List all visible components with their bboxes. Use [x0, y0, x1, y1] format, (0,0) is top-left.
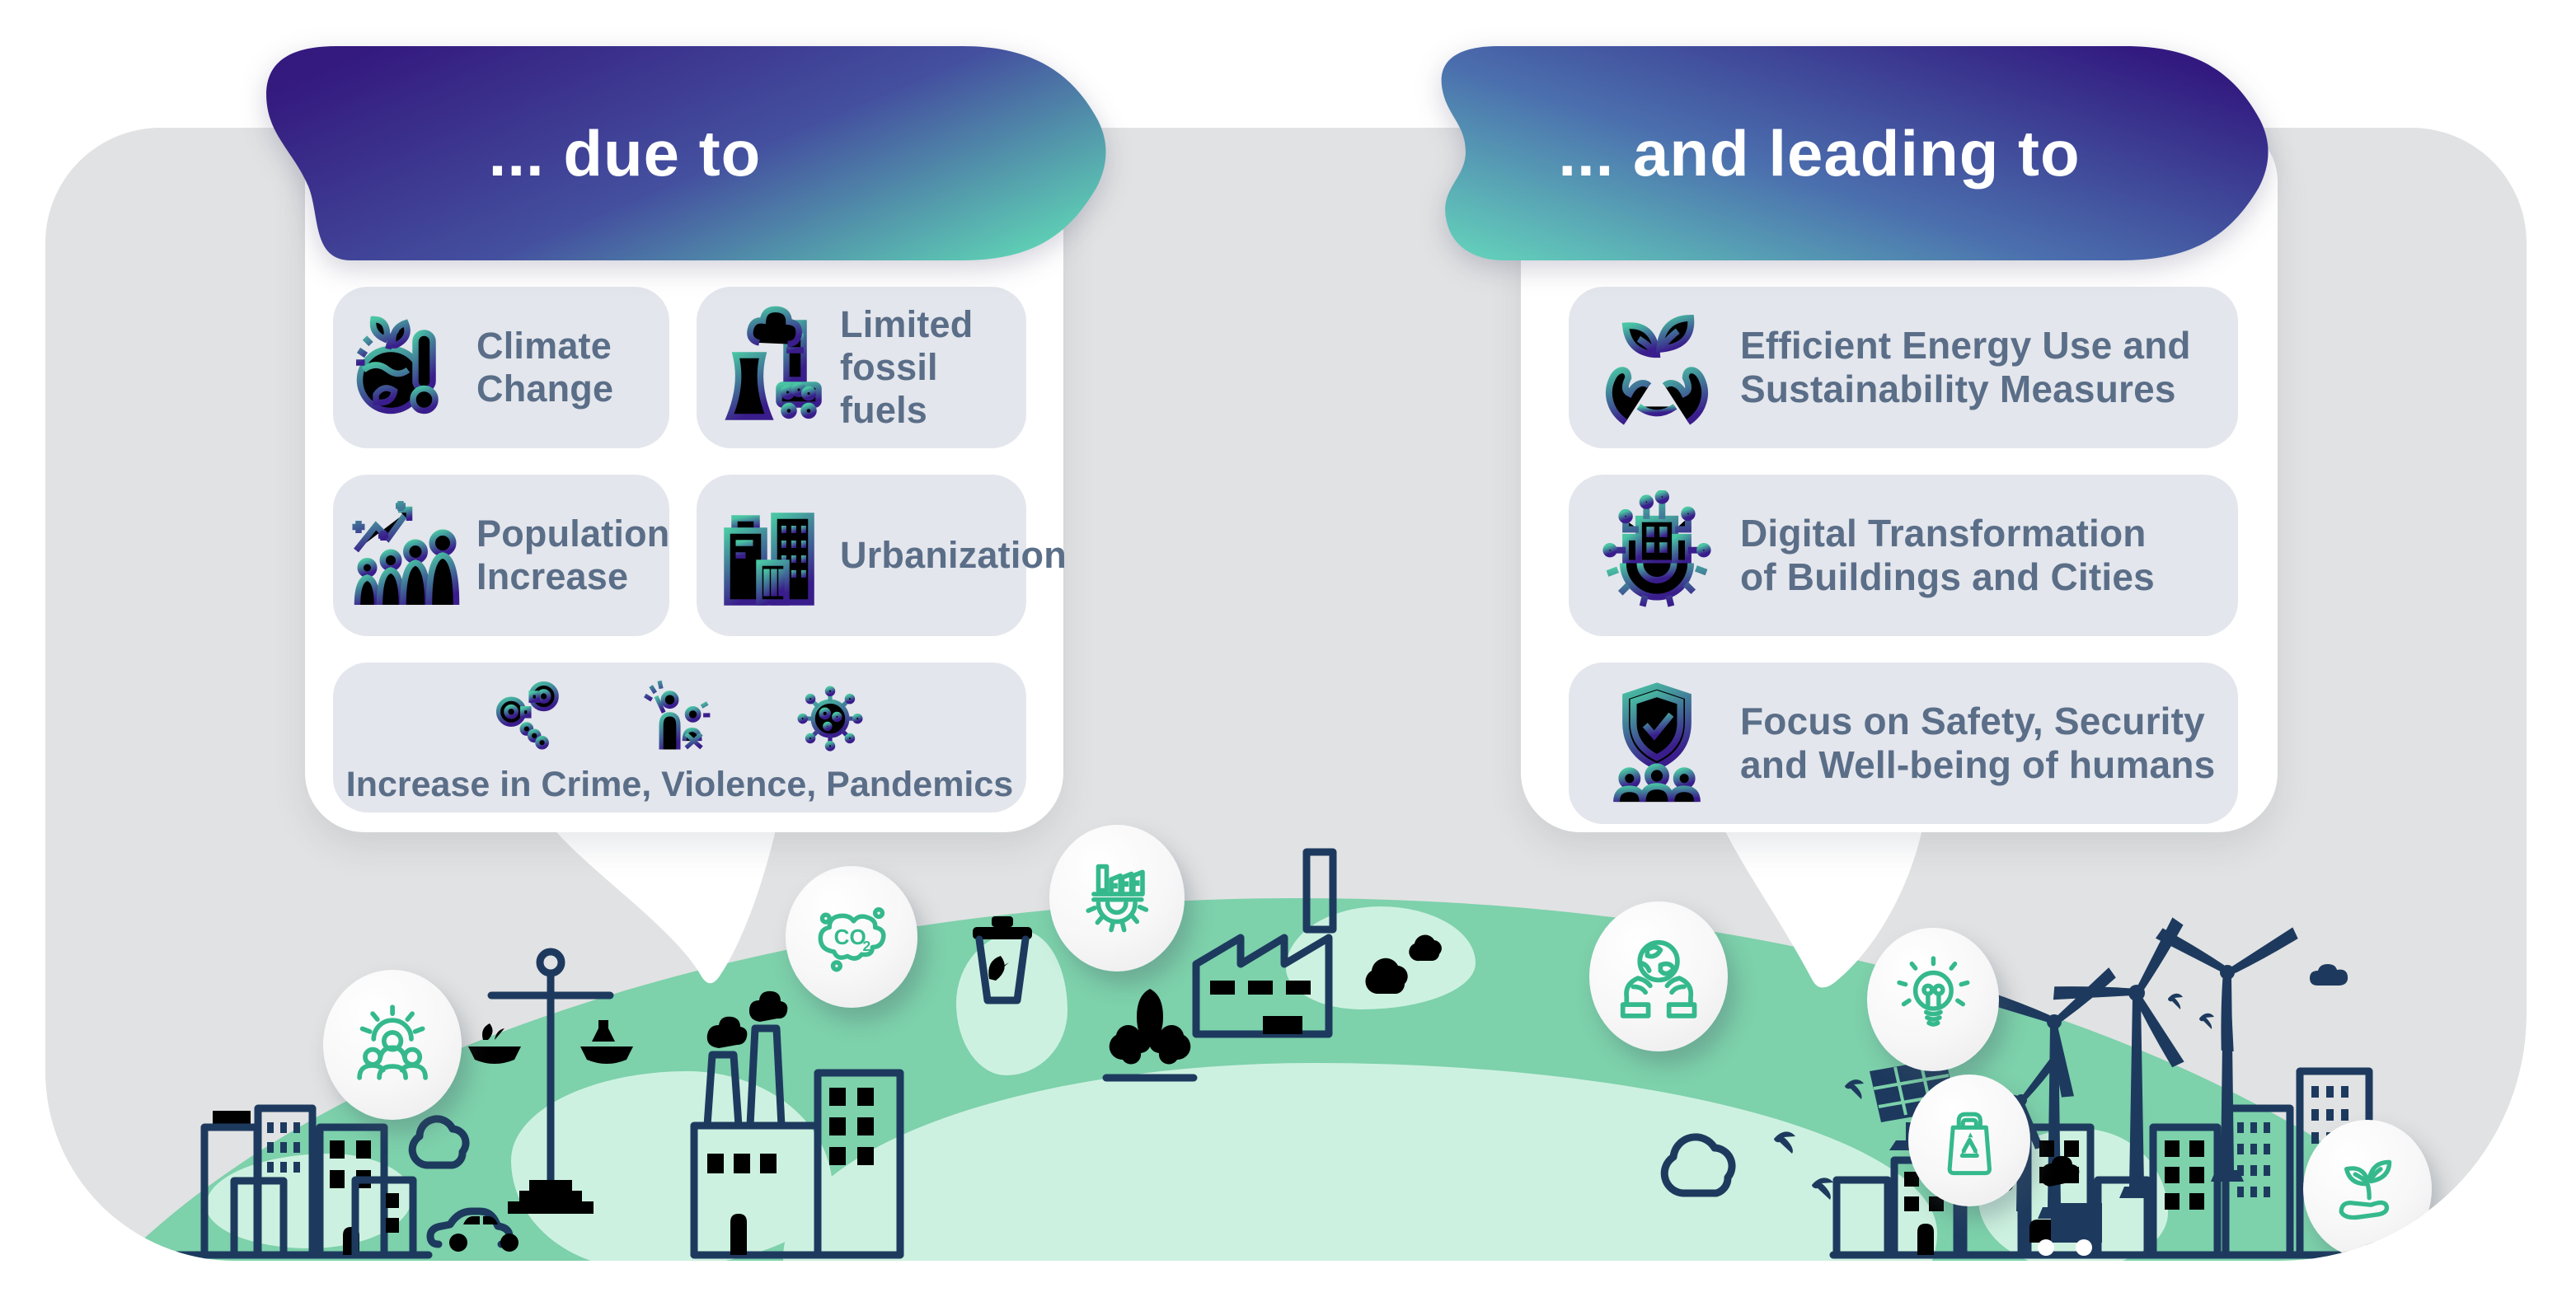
recycle-bag-icon — [1947, 1112, 1992, 1175]
tree — [1660, 1133, 1736, 1239]
card-label: Urbanization — [840, 533, 1067, 576]
trash-bin-leaf — [973, 916, 1032, 1004]
factory — [1192, 848, 1337, 1038]
lightbulb-badge — [1867, 928, 1999, 1071]
due-to-banner: ... due to — [237, 41, 1136, 265]
virus-icon — [796, 686, 863, 751]
car — [426, 1207, 518, 1252]
recycle-bag-badge — [1908, 1075, 2030, 1206]
handcuffs-icon — [495, 681, 559, 750]
hands-plant-icon — [1592, 302, 1722, 433]
factory-gear-icon — [1086, 864, 1149, 933]
tree — [408, 1115, 470, 1193]
cloud — [2310, 964, 2348, 986]
limited-fossil-fuels-icon — [710, 306, 833, 429]
co2-subscript: 2 — [862, 937, 870, 953]
tree — [1409, 934, 1442, 962]
hands-globe-icon — [1620, 940, 1697, 1018]
shield-people-icon — [1592, 678, 1722, 808]
leading-to-banner: ... and leading to — [1419, 41, 2310, 265]
trees-group — [1102, 989, 1198, 1082]
climate-change-icon — [346, 306, 470, 429]
wide-card-icons — [487, 674, 873, 760]
window-dots — [267, 1122, 300, 1173]
due-to-banner-label: ... due to — [488, 116, 762, 190]
truck — [2029, 1203, 2102, 1256]
co2-cloud-badge: CO 2 — [786, 866, 917, 1008]
digital-building-gear-icon — [1592, 490, 1722, 620]
tree — [2040, 1155, 2080, 1187]
co2-label: CO — [833, 925, 866, 949]
violence-icon — [643, 680, 710, 750]
left-city-skyline — [167, 1104, 433, 1259]
leading-to-banner-shape — [1441, 46, 2269, 260]
due-to-banner-shape — [266, 46, 1106, 260]
smoking-factory — [690, 990, 904, 1259]
community-gear-icon — [357, 1004, 428, 1080]
factory-gear-badge — [1049, 825, 1185, 972]
lightbulb-icon — [1896, 956, 1970, 1027]
hand-leaf-icon — [2339, 1159, 2392, 1220]
hands-globe-badge — [1589, 901, 1728, 1051]
leading-to-banner-label: ... and leading to — [1558, 116, 2081, 190]
population-increase-icon — [346, 494, 470, 617]
wide-card-caption: Increase in Crime, Violence, Pandemics — [345, 764, 1014, 804]
scales-of-justice — [468, 948, 633, 1214]
card-crime-violence-pandemics: Increase in Crime, Violence, Pandemics — [333, 663, 1026, 812]
tree — [1365, 957, 1408, 1014]
community-gear-badge — [323, 970, 462, 1120]
co2-cloud-icon: CO 2 — [818, 906, 886, 972]
birds — [1774, 993, 2214, 1200]
urbanization-icon — [710, 494, 833, 617]
card-urbanization: Urbanization — [697, 475, 1067, 636]
hand-leaf-badge — [2303, 1120, 2432, 1258]
